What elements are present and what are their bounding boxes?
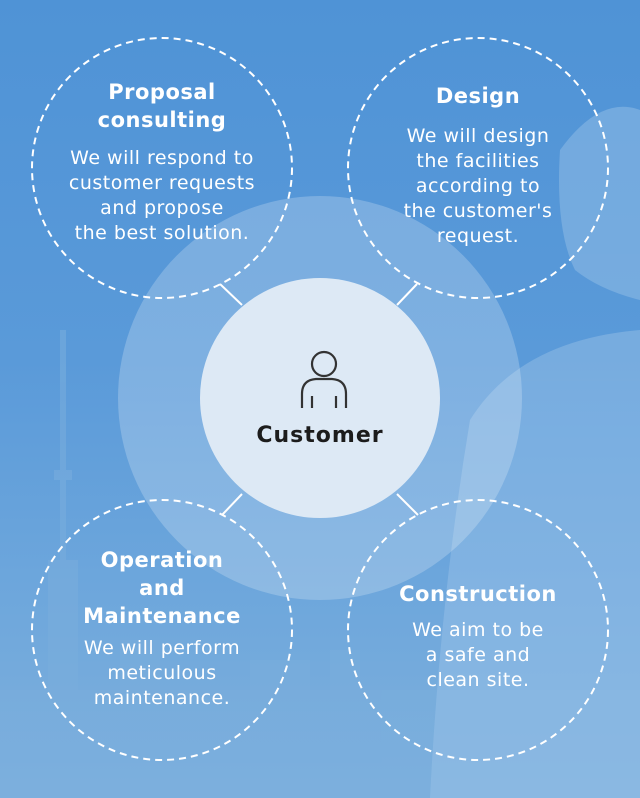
- node-description: We will design the facilities according …: [403, 125, 553, 247]
- node-construction: Construction We aim to be a safe and cle…: [358, 580, 598, 693]
- node-title: Proposal consulting: [97, 80, 227, 132]
- connector-construction: [396, 493, 419, 516]
- node-circle-construction: [347, 499, 609, 761]
- background-worker: [430, 106, 640, 798]
- node-circle-proposal: [31, 37, 293, 299]
- node-title: Design: [435, 84, 521, 108]
- connector-design: [396, 283, 418, 306]
- node-circle-operation: [31, 499, 293, 761]
- node-operation: Operation and Maintenance We will perfor…: [42, 546, 282, 711]
- node-description: We will respond to customer requests and…: [68, 147, 256, 244]
- node-title: Operation and Maintenance: [83, 548, 241, 628]
- node-description: We will perform meticulous maintenance.: [83, 637, 241, 709]
- connector-operation: [221, 493, 243, 516]
- node-description: We aim to be a safe and clean site.: [412, 619, 544, 691]
- connector-lines: [219, 283, 419, 516]
- connector-proposal: [219, 283, 243, 306]
- background-skyline: [0, 330, 640, 798]
- inner-circle: [200, 278, 440, 518]
- center-label: Customer: [256, 423, 384, 448]
- node-design: Design We will design the facilities acc…: [358, 82, 598, 249]
- node-title: Construction: [399, 582, 557, 606]
- person-icon: [300, 350, 348, 408]
- node-proposal: Proposal consulting We will respond to c…: [42, 78, 282, 246]
- node-circle-design: [347, 37, 609, 299]
